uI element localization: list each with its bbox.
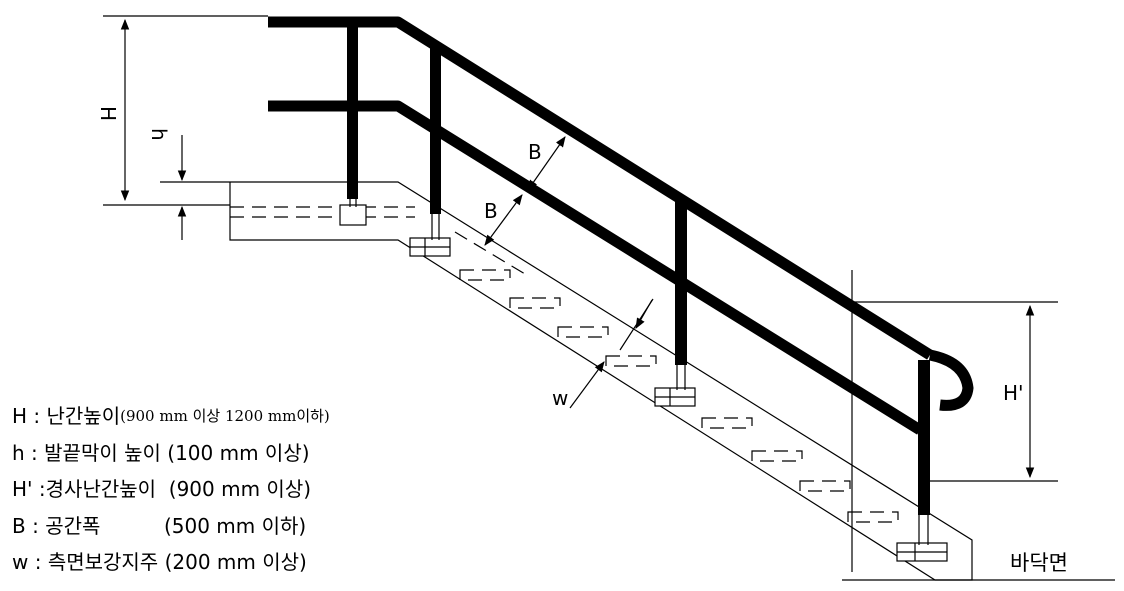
legend-symbol: h: [12, 440, 25, 465]
label-B-upper: B: [528, 140, 542, 164]
legend-name: 난간높이: [46, 404, 121, 428]
floor-label: 바닥면: [1010, 551, 1068, 575]
legend-name: 경사난간높이: [45, 477, 157, 501]
legend-separator: :: [27, 404, 47, 428]
post-stems: [349, 199, 929, 545]
dimension-B-upper: [527, 136, 566, 191]
legend-name: 측면보강지주: [47, 550, 159, 574]
legend-note: (100 mm 이상): [160, 440, 310, 465]
legend-note: (900 mm 이상): [156, 477, 312, 501]
dashed-steps: [230, 206, 899, 523]
post-bases: [339, 204, 948, 562]
legend-separator: :: [24, 440, 45, 465]
legend-row: w : 측면보강지주 (200 mm 이상): [12, 544, 330, 581]
legend-separator: :: [28, 550, 48, 574]
legend-symbol: B: [12, 513, 26, 538]
legend-note: (200 mm 이상): [158, 550, 307, 574]
legend-row: h : 발끝막이 높이 (100 mm 이상): [12, 435, 330, 472]
legend-note: (900 mm 이상 1200 mm이하): [120, 407, 330, 425]
legend-symbol: w: [12, 550, 29, 574]
legend-note: (500 mm 이하): [100, 513, 307, 538]
legend-separator: :: [25, 513, 46, 538]
label-H-prime: H': [1003, 381, 1024, 405]
legend-name: 발끝막이 높이: [44, 440, 161, 465]
label-H: H: [96, 106, 120, 121]
dimension-w: [569, 298, 654, 409]
legend-symbol: H': [12, 477, 33, 501]
label-h: h: [147, 128, 171, 141]
legend-symbol: H: [12, 404, 28, 428]
legend-row: B : 공간폭 (500 mm 이하): [12, 508, 330, 545]
legend-name: 공간폭: [45, 513, 101, 538]
legend-row: H : 난간높이(900 mm 이상 1200 mm이하): [12, 398, 330, 435]
legend-separator: :: [32, 477, 46, 501]
dimension-B-lower: [484, 194, 523, 246]
mid-rail: [268, 100, 923, 435]
top-rail: [268, 16, 974, 411]
dimension-H-prime: [851, 270, 1058, 572]
label-B-lower: B: [484, 199, 498, 223]
dimension-H: [103, 15, 268, 206]
label-w: w: [552, 386, 568, 410]
dimension-h: [160, 135, 230, 240]
legend: H : 난간높이(900 mm 이상 1200 mm이하)h : 발끝막이 높이…: [12, 398, 330, 581]
stair-stringer: [229, 181, 973, 581]
legend-row: H' :경사난간높이 (900 mm 이상): [12, 471, 330, 508]
posts: [347, 22, 930, 515]
